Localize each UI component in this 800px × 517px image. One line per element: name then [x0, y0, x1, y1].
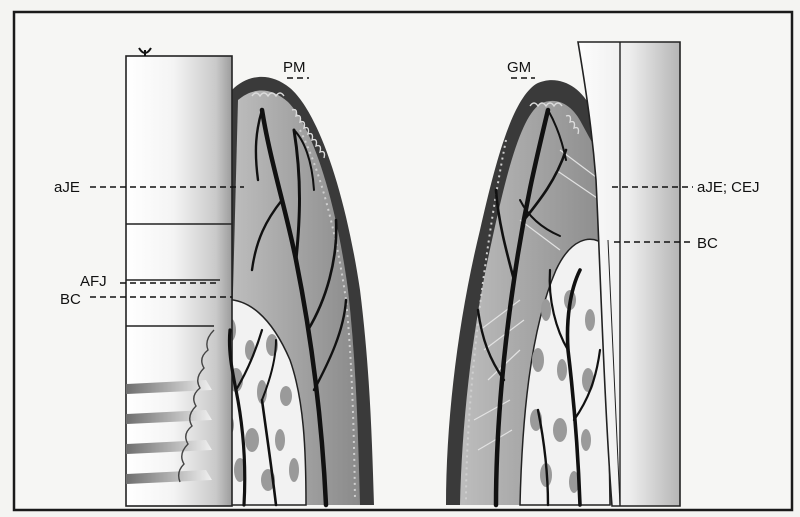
- label-bc-right: BC: [697, 235, 718, 252]
- label-bc-left: BC: [60, 291, 81, 308]
- label-gm: GM: [507, 59, 531, 76]
- label-afj: AFJ: [80, 273, 107, 290]
- label-pm: PM: [283, 59, 306, 76]
- implant-abutment: [126, 56, 232, 506]
- label-aje-left: aJE: [54, 179, 80, 196]
- label-aje-cej: aJE; CEJ: [697, 179, 760, 196]
